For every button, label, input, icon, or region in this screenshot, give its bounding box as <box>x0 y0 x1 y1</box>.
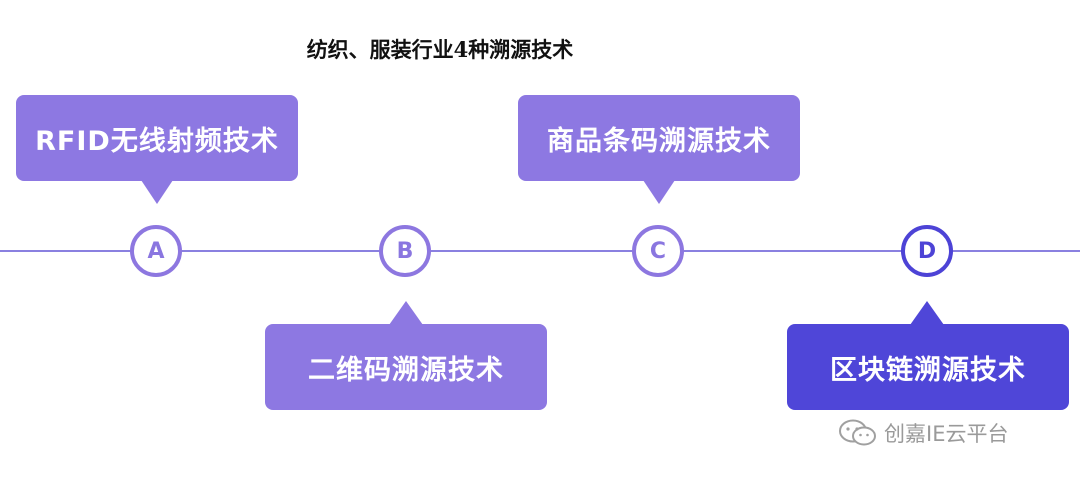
pointer-c <box>643 180 675 204</box>
timeline-line <box>0 250 1080 252</box>
label-c: 商品条码溯源技术 <box>547 125 771 157</box>
watermark-text: 创嘉IE云平台 <box>884 422 1009 446</box>
pointer-a <box>141 180 173 204</box>
watermark: 创嘉IE云平台 <box>838 418 1008 448</box>
node-a: A <box>130 225 182 277</box>
label-box-d: 区块链溯源技术 <box>787 324 1069 410</box>
pointer-b <box>389 301 423 325</box>
label-box-a: RFID无线射频技术 <box>16 95 298 181</box>
label-box-c: 商品条码溯源技术 <box>518 95 800 181</box>
pointer-d <box>910 301 944 325</box>
label-d: 区块链溯源技术 <box>830 354 1026 386</box>
node-c: C <box>632 225 684 277</box>
node-d: D <box>901 225 953 277</box>
label-box-b: 二维码溯源技术 <box>265 324 547 410</box>
node-b: B <box>379 225 431 277</box>
label-a: RFID无线射频技术 <box>35 125 279 157</box>
label-b: 二维码溯源技术 <box>308 354 504 386</box>
wechat-icon <box>839 419 876 446</box>
diagram-title: 纺织、服装行业4种溯源技术 <box>306 37 574 62</box>
